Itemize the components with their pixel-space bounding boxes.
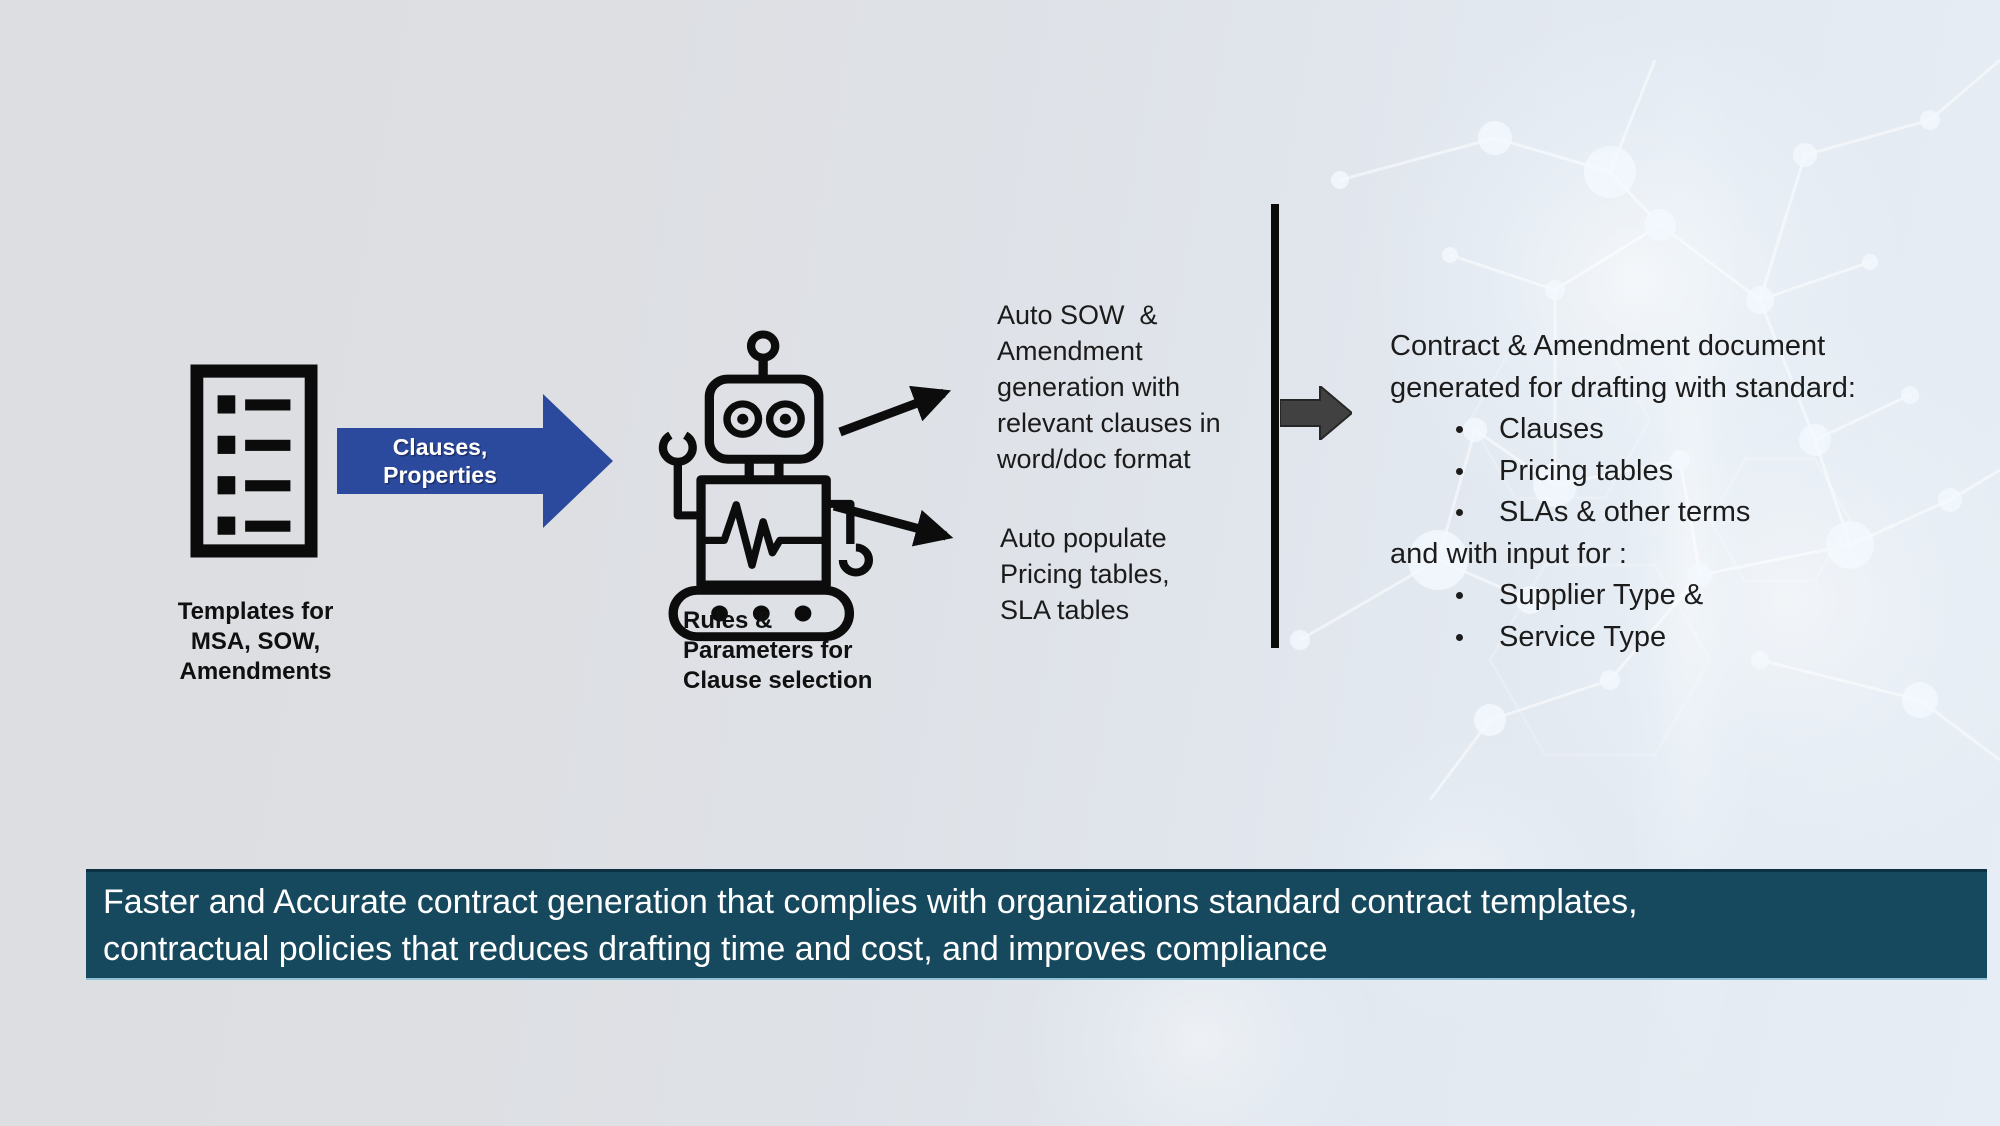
bullet-item: Supplier Type & xyxy=(1456,575,2000,617)
auto-populate-text: Auto populate Pricing tables, SLA tables xyxy=(1000,523,1170,625)
result-intro-line: Contract & Amendment document xyxy=(1390,330,1826,362)
bullet-label: SLAs & other terms xyxy=(1499,496,1751,528)
output-arrow-top-icon xyxy=(838,385,952,437)
output-arrows-icon xyxy=(832,385,954,547)
bullet-label: Supplier Type & xyxy=(1499,579,1704,611)
bullet-icon xyxy=(1456,592,1463,600)
bullet-item: SLAs & other terms xyxy=(1456,492,2000,534)
bullet-icon xyxy=(1456,467,1463,475)
bullet-label: Pricing tables xyxy=(1499,454,1674,487)
bullet-icon xyxy=(1456,426,1463,434)
result-text: Contract & Amendment document generated … xyxy=(1390,326,2000,658)
rules-parameters-caption: Rules & Parameters for Clause selection xyxy=(683,607,873,694)
result-input-label: and with input for : xyxy=(1390,537,1627,570)
result-arrow-icon xyxy=(1280,386,1352,440)
bullet-item: Service Type xyxy=(1456,617,2000,659)
clauses-properties-arrow xyxy=(337,394,613,528)
output-arrow-bottom-icon xyxy=(832,501,954,547)
summary-banner-text: Faster and Accurate contract generation … xyxy=(103,883,1638,968)
summary-banner: Faster and Accurate contract generation … xyxy=(86,869,1987,980)
templates-caption: Templates for MSA, SOW, Amendments xyxy=(177,598,334,685)
bullet-icon xyxy=(1456,633,1463,641)
bullet-item: Pricing tables xyxy=(1456,451,2000,493)
bullet-icon xyxy=(1456,509,1463,517)
auto-sow-text: Auto SOW & Amendment generation with rel… xyxy=(997,300,1221,474)
document-list-icon xyxy=(190,364,318,558)
robot-icon xyxy=(658,330,874,642)
bullet-label: Clauses xyxy=(1499,413,1604,445)
vertical-divider xyxy=(1271,204,1279,648)
bullet-item: Clauses xyxy=(1456,409,2000,451)
clauses-properties-label: Clauses, Properties xyxy=(383,434,497,488)
bullet-label: Service Type xyxy=(1499,620,1667,653)
result-intro-line: generated for drafting with standard: xyxy=(1390,371,1856,404)
